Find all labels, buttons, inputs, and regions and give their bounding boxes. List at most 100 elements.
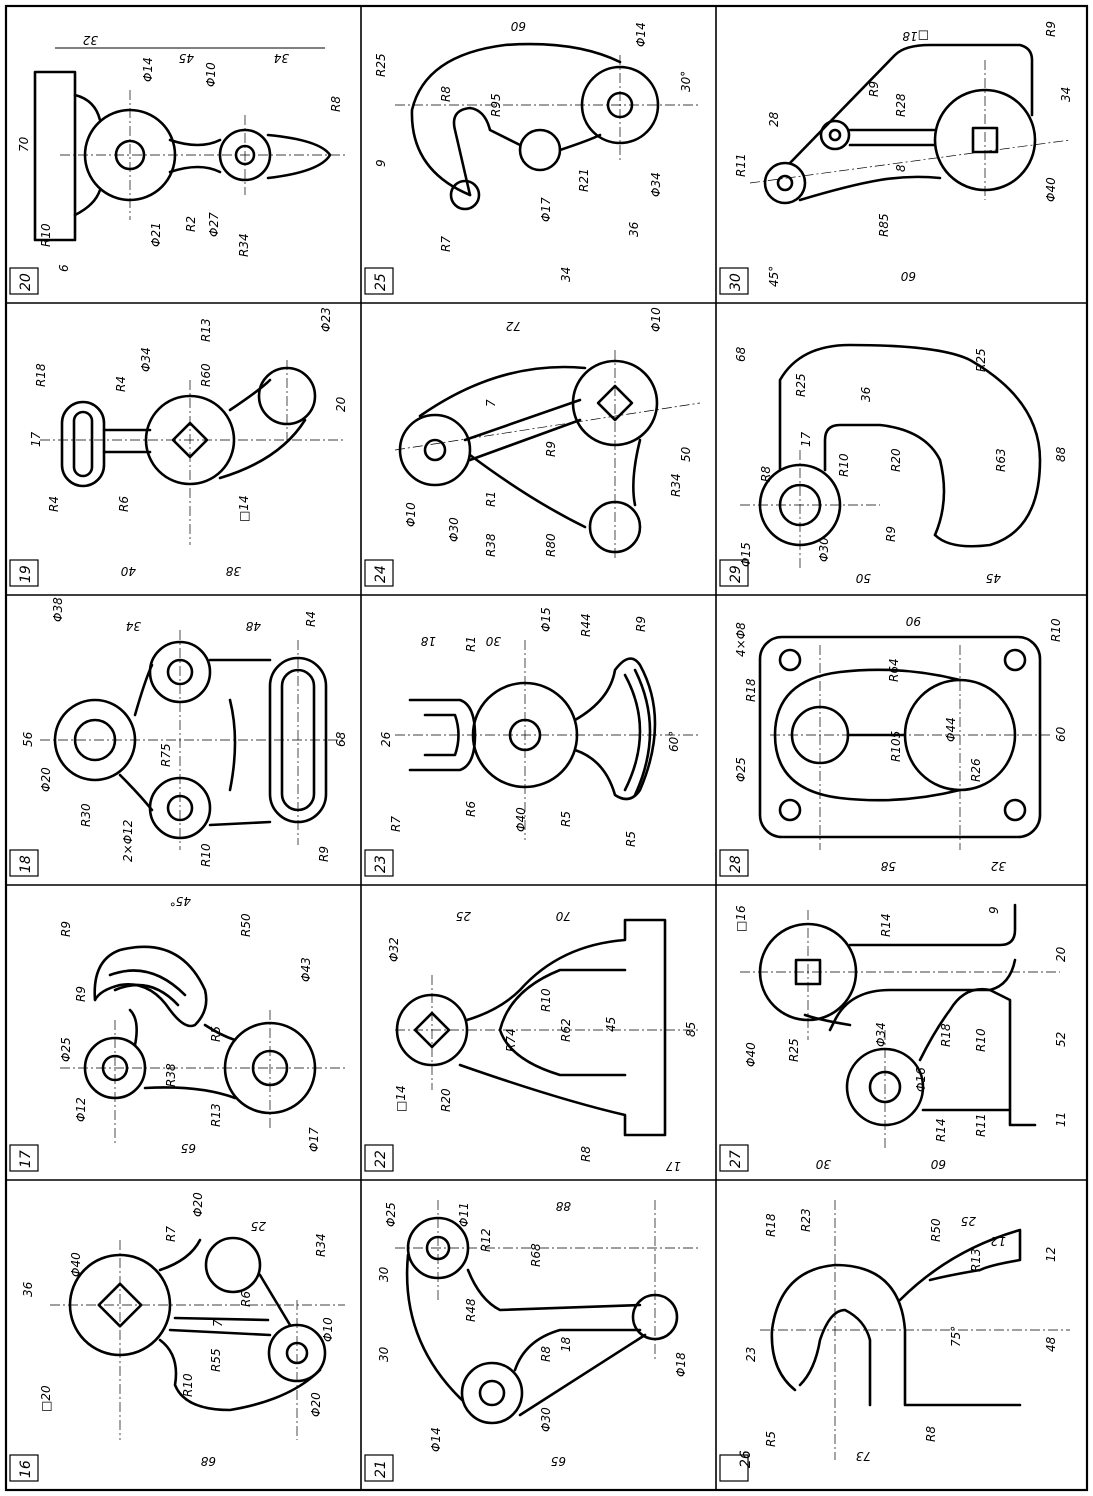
dimension-label: R9 [634, 616, 648, 632]
dimension-label: R21 [577, 168, 591, 192]
dimension-label: R18 [744, 678, 758, 702]
dimension-label: 50 [679, 446, 693, 462]
cell-28: 28 4×Φ8 90 R10 R18 R64 R105 Φ44 R26 60 Φ… [719, 614, 1068, 877]
dimension-label: R4 [47, 496, 61, 512]
dimension-label: 58 [880, 859, 896, 873]
dimension-label: 18 [420, 634, 436, 648]
cell-19: 19 R18 R4 Φ34 R60 R13 Φ23 17 20 R4 R6 □1… [9, 307, 348, 587]
dimension-label: 30 [815, 1157, 831, 1171]
dimension-label: R23 [799, 1208, 813, 1232]
dimension-label: 88 [1054, 446, 1068, 462]
dimension-label: Φ10 [649, 307, 663, 332]
dimension-label: 45° [170, 894, 191, 908]
dimension-label: R13 [969, 1248, 983, 1272]
dimension-label: □14 [237, 495, 251, 522]
dimension-label: R25 [787, 1038, 801, 1062]
dimension-label: Φ14 [429, 1427, 443, 1452]
dimension-label: Φ15 [739, 542, 753, 567]
dimension-label: R8 [924, 1426, 938, 1442]
dimension-label: □14 [394, 1085, 408, 1112]
dimension-label: 73 [856, 1449, 871, 1463]
dimension-label: R10 [199, 843, 213, 867]
dimension-label: 20 [1054, 946, 1068, 962]
dimension-label: R63 [994, 448, 1008, 472]
dimension-label: Φ16 [914, 1067, 928, 1092]
dimension-label: Φ25 [59, 1037, 73, 1062]
dimension-label: R4 [304, 611, 318, 627]
dimension-label: 12 [1044, 1247, 1058, 1262]
dimension-label: Φ25 [734, 757, 748, 782]
dimension-label: 25 [456, 909, 471, 923]
dimension-label: R13 [199, 318, 213, 342]
dimension-label: R14 [879, 913, 893, 937]
dimension-label: Φ14 [634, 22, 648, 47]
dimension-label: 65 [181, 1141, 196, 1155]
dimension-label: 28 [767, 111, 781, 127]
cell-number: 16 [18, 1460, 34, 1478]
dimension-label: R5 [624, 831, 638, 847]
dimension-label: R64 [887, 658, 901, 682]
dimension-label: Φ43 [299, 957, 313, 982]
dimension-label: 40 [120, 564, 136, 578]
dimension-label: 4×Φ8 [734, 622, 748, 657]
cell-number: 19 [18, 565, 34, 583]
dimension-label: R18 [939, 1023, 953, 1047]
dimension-label: Φ38 [51, 597, 65, 622]
dimension-label: R5 [764, 1431, 778, 1447]
dimension-label: 2×Φ12 [121, 820, 135, 862]
dimension-label: 48 [1044, 1336, 1058, 1352]
dimension-label: R85 [877, 213, 891, 237]
dimension-label: 25 [251, 1219, 266, 1233]
dimension-label: 65 [551, 1454, 566, 1468]
dimension-label: 52 [1054, 1032, 1068, 1047]
dimension-label: R10 [181, 1373, 195, 1397]
dimension-label: 30 [377, 1346, 391, 1362]
dimension-label: 56 [21, 731, 35, 747]
dimension-label: R10 [974, 1028, 988, 1052]
cell-number: 29 [728, 565, 744, 583]
cell-18: 18 Φ38 34 48 R4 56 68 R75 Φ20 R30 2×Φ12 … [9, 597, 348, 877]
cell-17: 17 R9 45° R50 R9 Φ43 Φ25 R38 R5 Φ12 R13 … [9, 894, 345, 1172]
dimension-label: 50 [855, 571, 871, 585]
cell-30: 30 □18 R9 R11 28 R9 R28 34 8 R85 Φ40 45°… [719, 21, 1073, 295]
dimension-label: 12 [991, 1234, 1006, 1248]
dimension-label: Φ27 [207, 212, 221, 237]
dimension-label: R75 [159, 743, 173, 767]
dimension-label: R34 [314, 1233, 328, 1257]
dimension-label: 34 [126, 619, 141, 633]
dimension-label: Φ17 [539, 197, 553, 222]
dimension-label: R10 [1049, 618, 1063, 642]
dimension-label: R8 [579, 1146, 593, 1162]
dimension-label: R26 [969, 758, 983, 782]
dimension-label: R25 [374, 53, 388, 77]
dimension-label: 45 [986, 571, 1001, 585]
dimension-label: 70 [555, 909, 571, 923]
cell-number: 18 [18, 855, 34, 873]
cell-24: 24 72 Φ10 7 50 R9 R34 Φ10 R1 Φ30 R38 R80 [364, 307, 701, 587]
dimension-label: R20 [439, 1088, 453, 1112]
dimension-label: 17 [799, 431, 813, 447]
dimension-label: 60 [930, 1157, 946, 1171]
dimension-label: R9 [74, 986, 88, 1002]
dimension-label: R8 [759, 466, 773, 482]
dimension-label: R80 [544, 533, 558, 557]
dimension-label: 68 [734, 346, 748, 362]
dimension-label: R9 [867, 81, 881, 97]
dimension-label: 48 [245, 619, 261, 633]
dimension-label: 8 [894, 164, 908, 172]
cell-29: 29 68 R25 36 R25 17 R10 R20 R63 88 R8 R9… [719, 343, 1068, 587]
dimension-label: R62 [559, 1018, 573, 1042]
dimension-label: R5 [209, 1026, 223, 1042]
dimension-label: 23 [744, 1347, 758, 1362]
dimension-label: R12 [479, 1228, 493, 1252]
dimension-label: R6 [239, 1291, 253, 1307]
dimension-label: Φ34 [874, 1022, 888, 1047]
dimension-label: R10 [539, 988, 553, 1012]
cell-number: 28 [728, 855, 744, 873]
dimension-label: R34 [237, 233, 251, 257]
dimension-label: 34 [274, 51, 289, 65]
dimension-label: R11 [974, 1113, 988, 1137]
cell-number: 17 [18, 1150, 34, 1168]
dimension-label: R9 [544, 441, 558, 457]
dimension-label: 70 [17, 136, 31, 152]
